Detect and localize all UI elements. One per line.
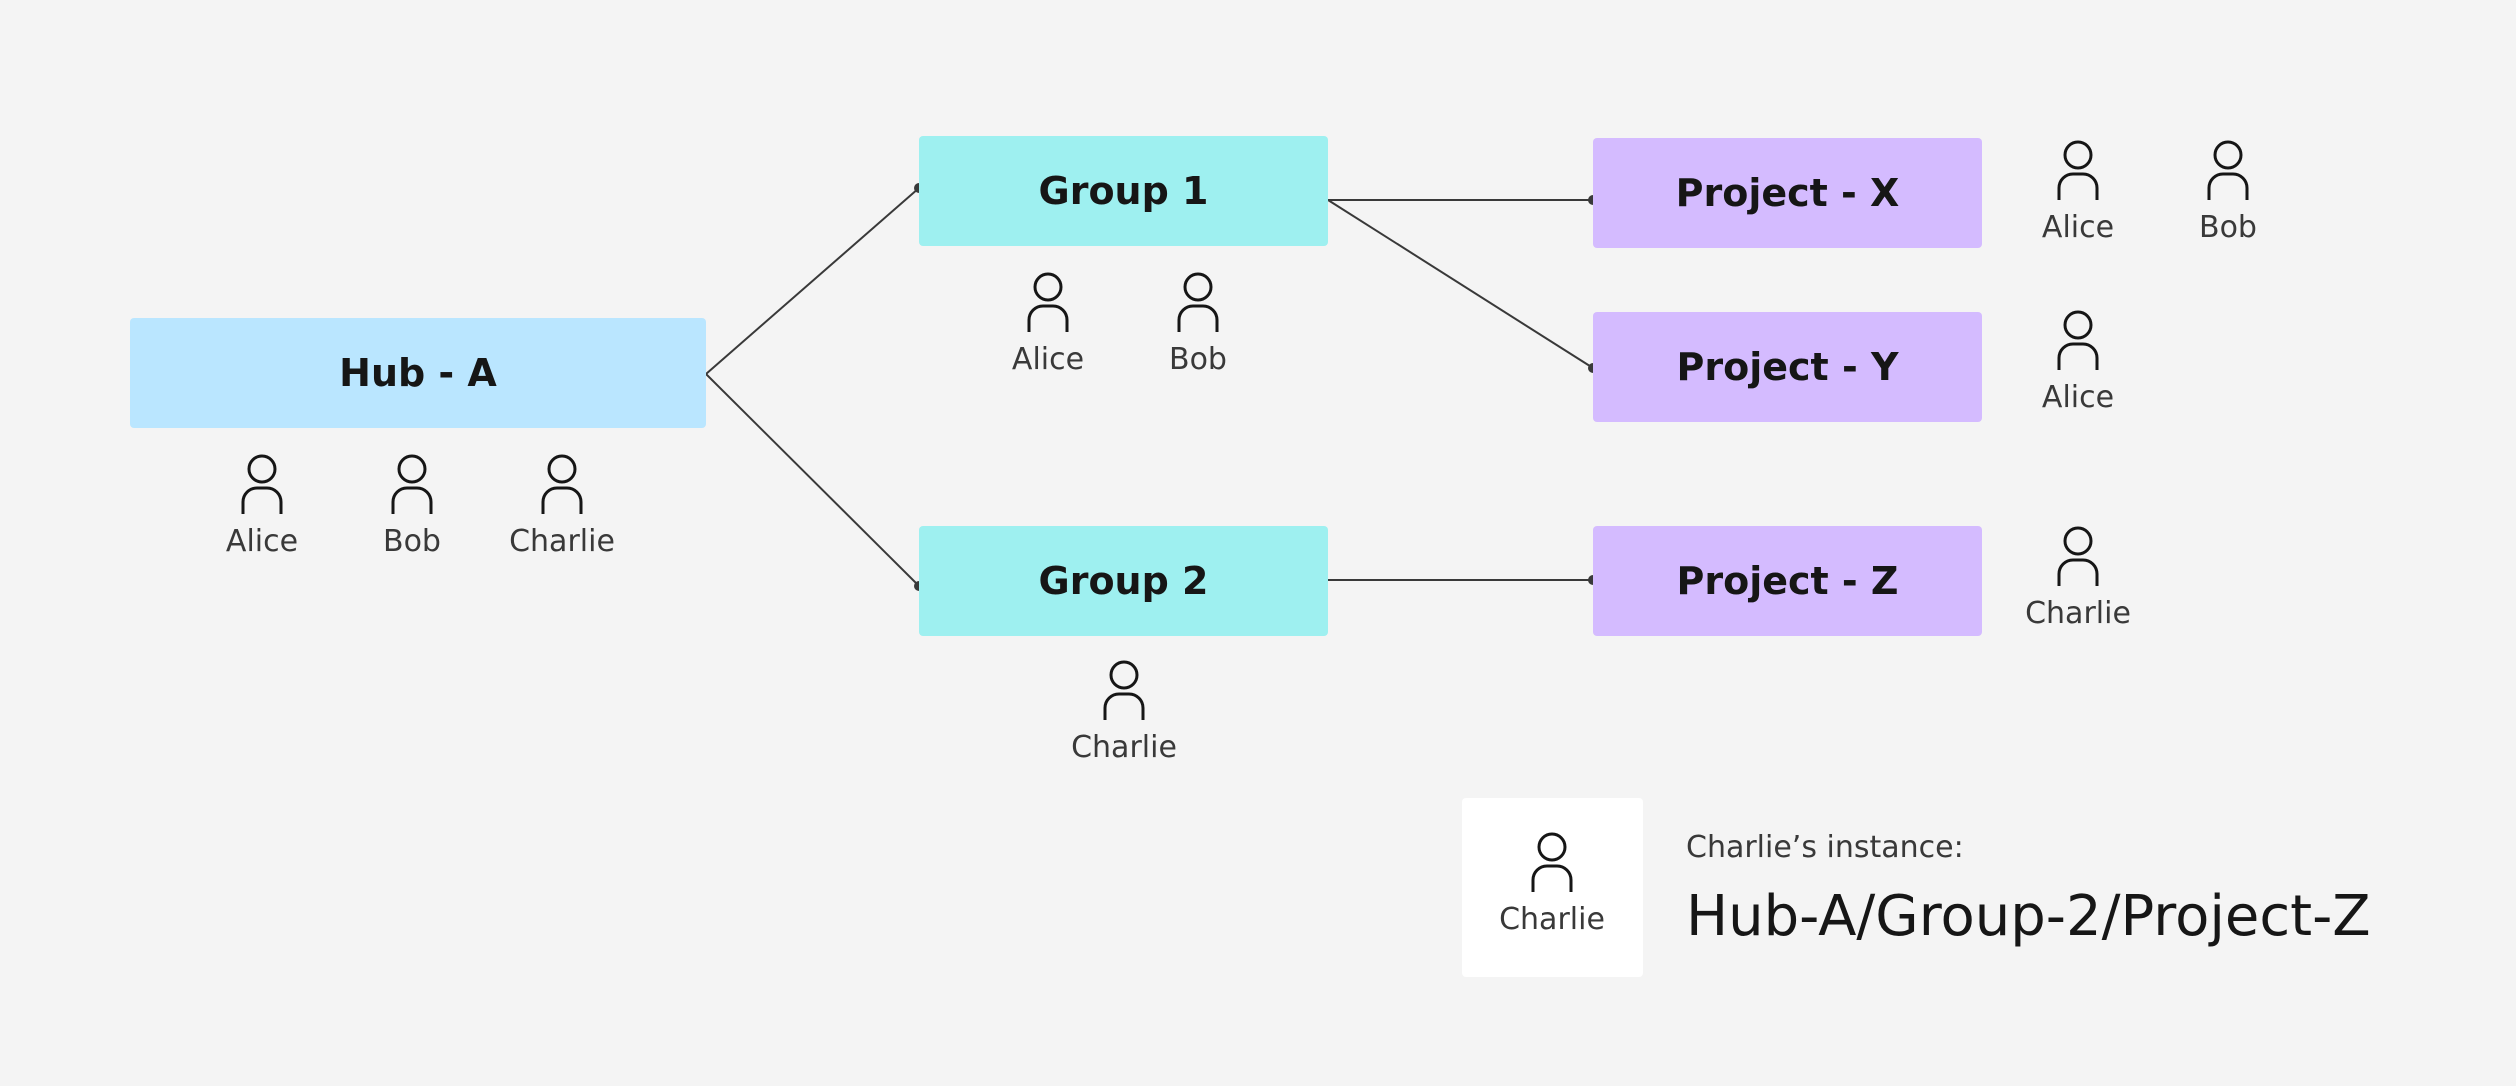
legend-card: Charlie bbox=[1462, 798, 1643, 977]
group-2-node: Group 2 bbox=[919, 526, 1328, 636]
project-z-node: Project - Z bbox=[1593, 526, 1982, 636]
user-name: Bob bbox=[383, 524, 441, 559]
user-name: Alice bbox=[225, 524, 299, 559]
user-icon bbox=[2057, 310, 2099, 370]
group-1-member: Bob bbox=[1133, 272, 1263, 377]
user-icon bbox=[1027, 272, 1069, 332]
user-name: Bob bbox=[1169, 342, 1227, 377]
group-1-node: Group 1 bbox=[919, 136, 1328, 246]
user-name: Charlie bbox=[1499, 902, 1605, 937]
group-1-member: Alice bbox=[983, 272, 1113, 377]
user-icon bbox=[2057, 140, 2099, 200]
edge-hub-a-group-2 bbox=[705, 373, 924, 591]
user-icon bbox=[2057, 526, 2099, 586]
group-2-member: Charlie bbox=[1059, 660, 1189, 765]
user-name: Alice bbox=[2041, 210, 2115, 245]
project-x-node: Project - X bbox=[1593, 138, 1982, 248]
user-name: Bob bbox=[2199, 210, 2257, 245]
user-name: Alice bbox=[2041, 380, 2115, 415]
user-icon bbox=[1103, 660, 1145, 720]
project-y-member: Alice bbox=[2013, 310, 2143, 415]
user-icon bbox=[391, 454, 433, 514]
user-icon bbox=[241, 454, 283, 514]
project-y-node: Project - Y bbox=[1593, 312, 1982, 422]
project-z-member: Charlie bbox=[2013, 526, 2143, 631]
edge-group-1-project-x bbox=[1328, 195, 1598, 205]
user-icon bbox=[541, 454, 583, 514]
user-name: Charlie bbox=[2025, 596, 2131, 631]
user-name: Charlie bbox=[509, 524, 615, 559]
legend-user: Charlie bbox=[1487, 832, 1617, 937]
user-name: Charlie bbox=[1071, 730, 1177, 765]
user-icon bbox=[1531, 832, 1573, 892]
legend-caption: Charlie’s instance: bbox=[1686, 830, 1964, 865]
user-icon bbox=[2207, 140, 2249, 200]
hub-a-member: Bob bbox=[347, 454, 477, 559]
edge-group-1-project-y bbox=[1327, 199, 1598, 373]
project-x-member: Bob bbox=[2163, 140, 2293, 245]
user-icon bbox=[1177, 272, 1219, 332]
hub-a-node: Hub - A bbox=[130, 318, 706, 428]
user-name: Alice bbox=[1011, 342, 1085, 377]
hub-a-member: Alice bbox=[197, 454, 327, 559]
edge-group-2-project-z bbox=[1328, 575, 1598, 585]
edge-hub-a-group-1 bbox=[705, 183, 924, 375]
hub-a-member: Charlie bbox=[497, 454, 627, 559]
project-x-member: Alice bbox=[2013, 140, 2143, 245]
instance-path: Hub-A/Group-2/Project-Z bbox=[1686, 884, 2371, 949]
